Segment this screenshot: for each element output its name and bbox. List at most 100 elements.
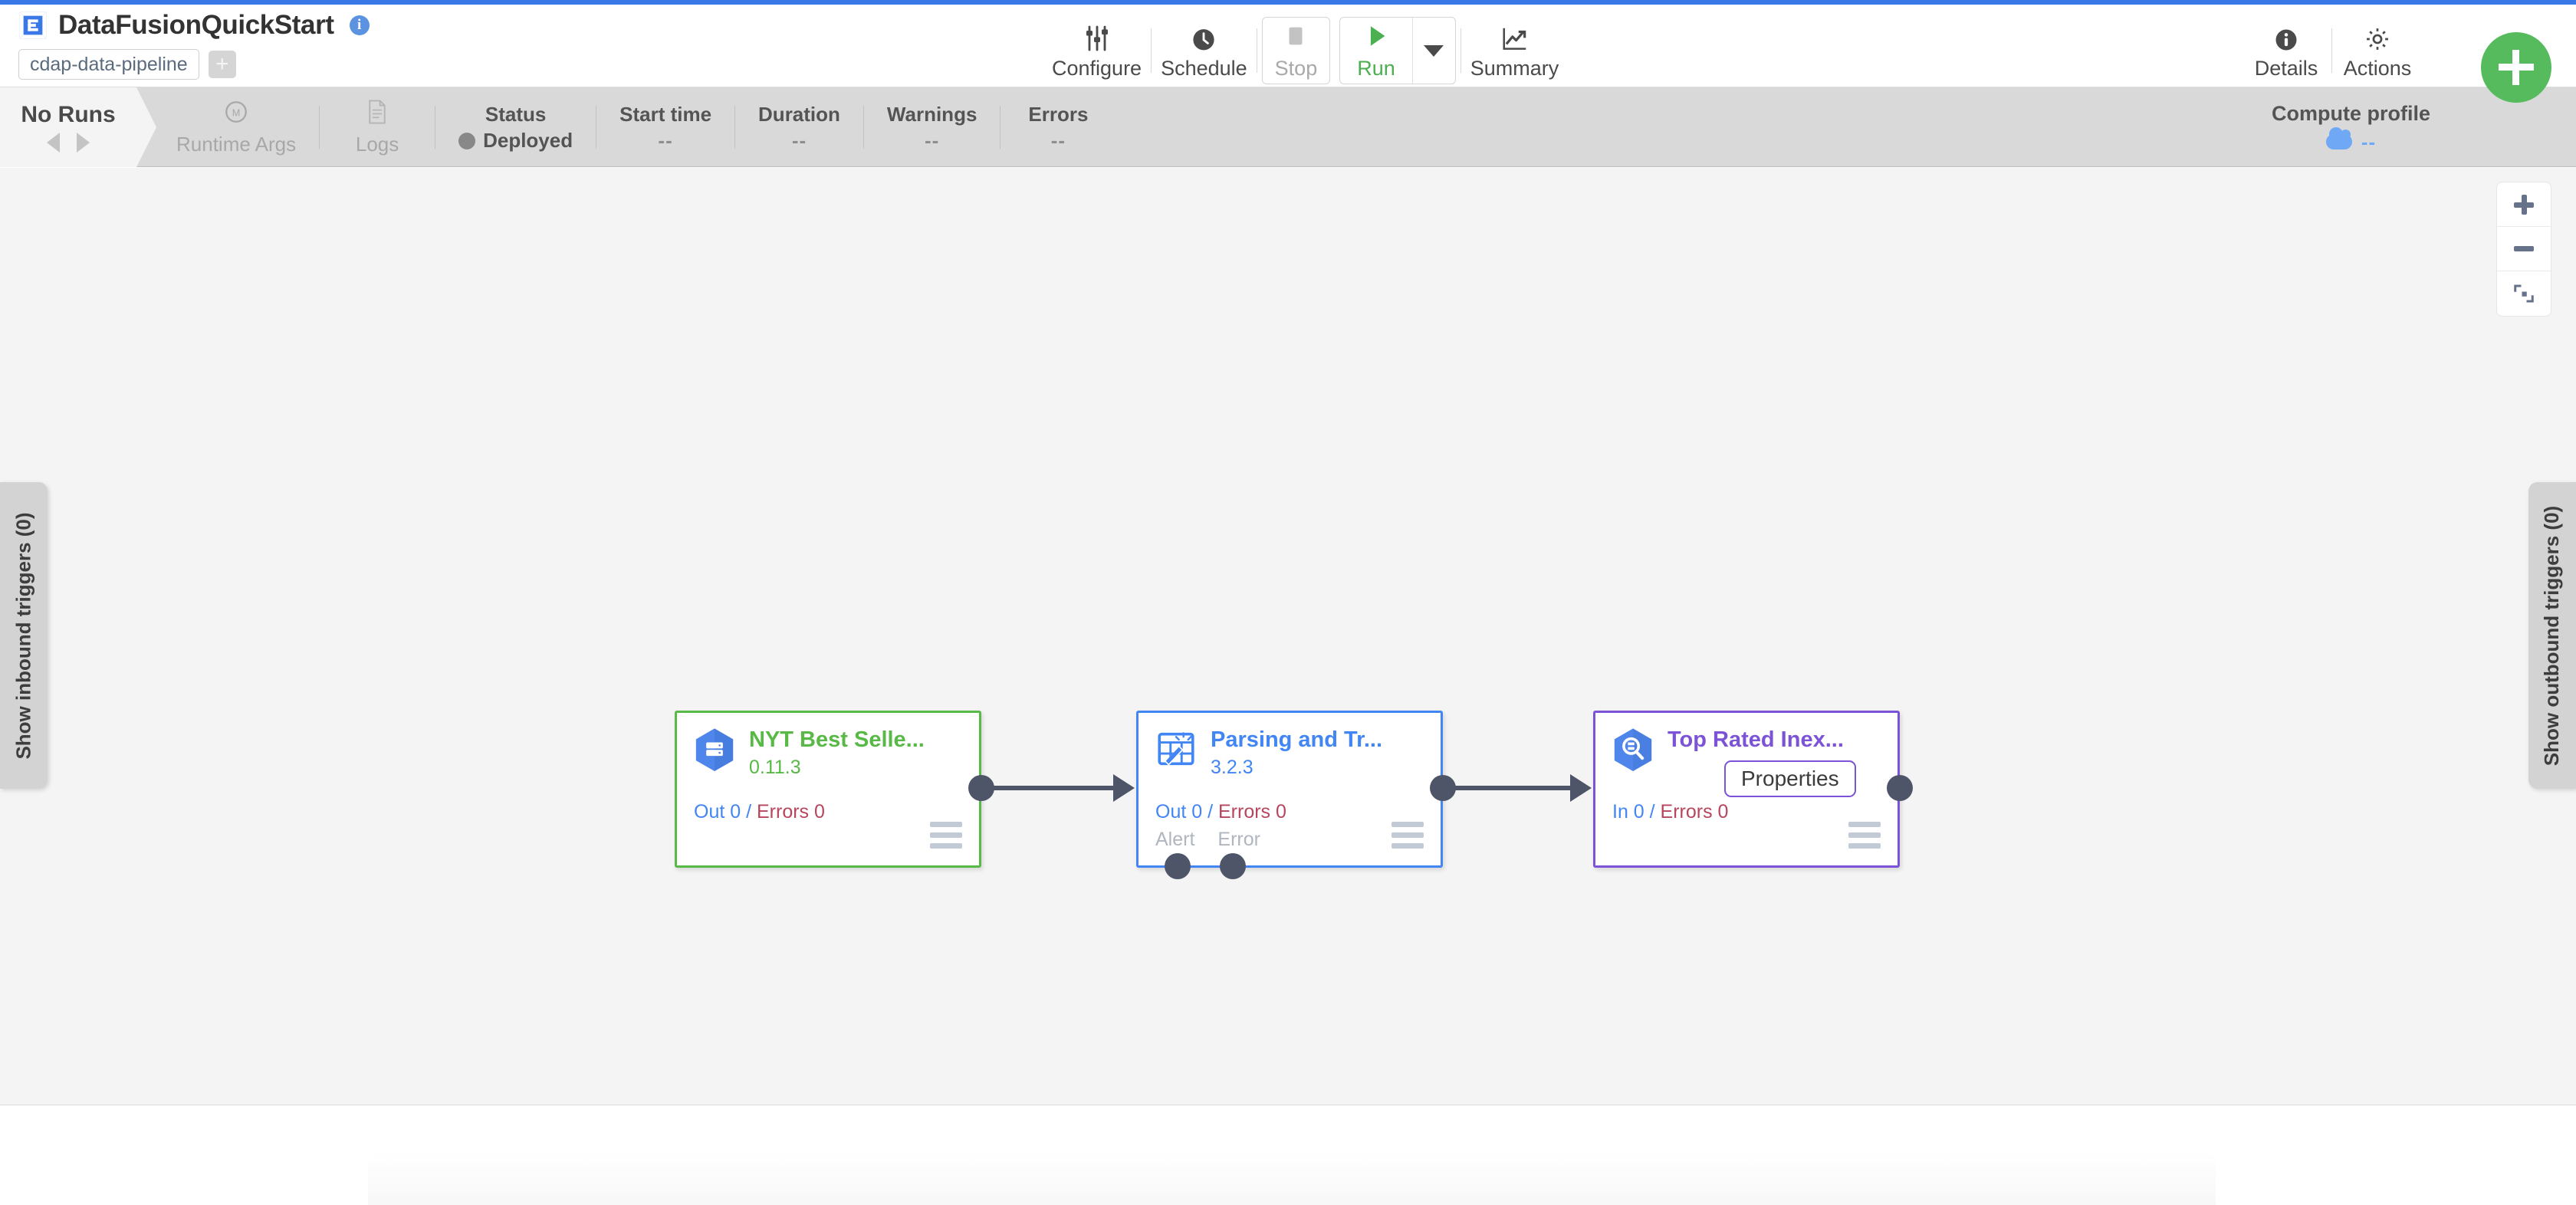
errors-value: --: [1050, 129, 1066, 152]
duration-header: Duration: [758, 103, 840, 126]
status-dot-icon: [458, 133, 476, 149]
show-inbound-triggers-tab[interactable]: Show inbound triggers (0): [0, 482, 48, 789]
stop-button[interactable]: Stop: [1261, 17, 1331, 84]
pipeline-brand: DataFusionQuickStart i: [18, 11, 370, 40]
add-tag-button[interactable]: +: [208, 51, 236, 78]
summary-button[interactable]: Summary: [1461, 9, 1569, 92]
chevron-down-icon: [1424, 44, 1444, 57]
status-item: Status Deployed: [435, 87, 596, 167]
status-badge: Deployed: [458, 129, 573, 152]
start-time-value: --: [658, 129, 673, 152]
node-version: 0.11.3: [749, 757, 801, 778]
status-header: Status: [485, 103, 547, 126]
transform-error-endpoint[interactable]: [1220, 853, 1246, 879]
transform-alert-endpoint[interactable]: [1165, 853, 1191, 879]
schedule-button[interactable]: Schedule: [1152, 9, 1257, 92]
chevron-left-icon[interactable]: [47, 133, 60, 153]
info-circle-icon: [2272, 21, 2300, 54]
top-toolbar: DataFusionQuickStart i cdap-data-pipelin…: [0, 5, 2576, 103]
run-options-button[interactable]: [1411, 18, 1455, 84]
node-header: NYT Best Selle... 0.11.3: [677, 713, 979, 779]
zoom-out-button[interactable]: [2497, 227, 2551, 271]
pipeline-info-icon[interactable]: i: [349, 15, 370, 35]
duration-value: --: [791, 129, 807, 152]
alert-port-label[interactable]: Alert: [1155, 829, 1195, 850]
warnings-header: Warnings: [886, 103, 978, 126]
status-divider: [734, 106, 736, 149]
node-metrics[interactable]: In 0 / Errors 0: [1612, 801, 1728, 822]
node-titles: NYT Best Selle... 0.11.3: [749, 727, 925, 779]
run-metrics-group: M Runtime Args Logs: [153, 87, 1116, 167]
svg-text:M: M: [232, 107, 241, 119]
runtime-args-item[interactable]: M Runtime Args: [153, 87, 319, 167]
logs-icon: [366, 99, 389, 130]
summary-label: Summary: [1470, 57, 1559, 80]
sliders-icon: [1082, 21, 1112, 54]
pipeline-node-source[interactable]: NYT Best Selle... 0.11.3 Out 0 / Errors …: [675, 711, 981, 868]
chevron-right-icon[interactable]: [77, 133, 90, 153]
compute-profile-header: Compute profile: [2272, 101, 2430, 125]
node-name: Top Rated Inex...: [1668, 727, 1844, 752]
artifact-type-chip[interactable]: cdap-data-pipeline: [18, 49, 199, 80]
properties-tooltip[interactable]: Properties: [1724, 760, 1856, 797]
connection-arrow-icon: [1113, 774, 1135, 802]
node-metric-errors: Errors 0: [757, 801, 825, 822]
bigquery-sink-icon: [1614, 728, 1652, 771]
secondary-actions-group: Details Actions: [2241, 9, 2423, 92]
hamburger-menu-icon[interactable]: [930, 822, 962, 849]
run-button-group: Run: [1339, 17, 1456, 84]
zoom-in-button[interactable]: [2497, 182, 2551, 227]
toolbar-divider: [1460, 28, 1461, 73]
actions-button[interactable]: Actions: [2332, 9, 2423, 92]
fit-screen-icon: [2514, 284, 2534, 303]
connection-source-to-transform[interactable]: [989, 786, 1118, 790]
cdap-logo-icon: [19, 11, 47, 39]
error-port-label[interactable]: Error: [1217, 829, 1260, 850]
play-triangle-icon: [1363, 23, 1389, 53]
duration-item: Duration --: [735, 87, 863, 167]
plus-icon: [2499, 50, 2534, 85]
node-name: Parsing and Tr...: [1211, 727, 1383, 752]
hamburger-menu-icon[interactable]: [1392, 822, 1424, 849]
gear-icon: [2363, 21, 2392, 54]
errors-item: Errors --: [1001, 87, 1116, 167]
schedule-label: Schedule: [1161, 57, 1247, 80]
status-divider: [1000, 106, 1001, 149]
configure-button[interactable]: Configure: [1043, 9, 1151, 92]
source-output-endpoint[interactable]: [968, 775, 994, 801]
hamburger-menu-icon[interactable]: [1848, 822, 1881, 849]
node-titles: Parsing and Tr... 3.2.3: [1211, 727, 1382, 779]
pipeline-node-transform[interactable]: Parsing and Tr... 3.2.3 Out 0 / Errors 0…: [1136, 711, 1443, 868]
outbound-triggers-label: Show outbound triggers (0): [2540, 505, 2564, 766]
transform-output-endpoint[interactable]: [1430, 775, 1456, 801]
pipeline-node-sink[interactable]: Top Rated Inex... Properties In 0 / Erro…: [1593, 711, 1900, 868]
node-header: Top Rated Inex...: [1595, 713, 1898, 771]
node-metrics[interactable]: Out 0 / Errors 0: [1155, 801, 1286, 822]
node-metric-errors: Errors 0: [1660, 801, 1729, 822]
logs-item[interactable]: Logs: [320, 87, 435, 167]
node-metrics[interactable]: Out 0 / Errors 0: [694, 801, 825, 822]
cloud-icon: [2325, 127, 2352, 149]
bottom-floating-panel: [368, 1152, 2216, 1205]
show-outbound-triggers-tab[interactable]: Show outbound triggers (0): [2528, 482, 2576, 789]
node-metric-sep: /: [741, 801, 757, 822]
connection-transform-to-sink[interactable]: [1451, 786, 1573, 790]
logs-label: Logs: [355, 133, 399, 156]
fit-to-screen-button[interactable]: [2497, 271, 2551, 316]
run-nav-group: [47, 133, 90, 153]
canvas-zoom-controls: [2496, 182, 2551, 317]
node-metric-out: Out 0: [694, 801, 741, 822]
run-button[interactable]: Run: [1340, 18, 1412, 84]
add-plugin-fab-button[interactable]: [2481, 32, 2551, 103]
details-button[interactable]: Details: [2241, 9, 2331, 92]
start-time-item: Start time --: [596, 87, 734, 167]
node-metric-errors: Errors 0: [1218, 801, 1286, 822]
pipeline-canvas[interactable]: Show inbound triggers (0) Show outbound …: [0, 168, 2576, 1105]
compute-profile-item[interactable]: Compute profile --: [2272, 87, 2430, 167]
sink-output-endpoint[interactable]: [1887, 775, 1913, 801]
primary-actions-group: Configure Schedule Stop: [1043, 9, 1568, 92]
compute-profile-value: --: [2361, 130, 2377, 153]
toolbar-divider: [2331, 28, 2332, 73]
no-runs-pointer: [136, 87, 156, 167]
